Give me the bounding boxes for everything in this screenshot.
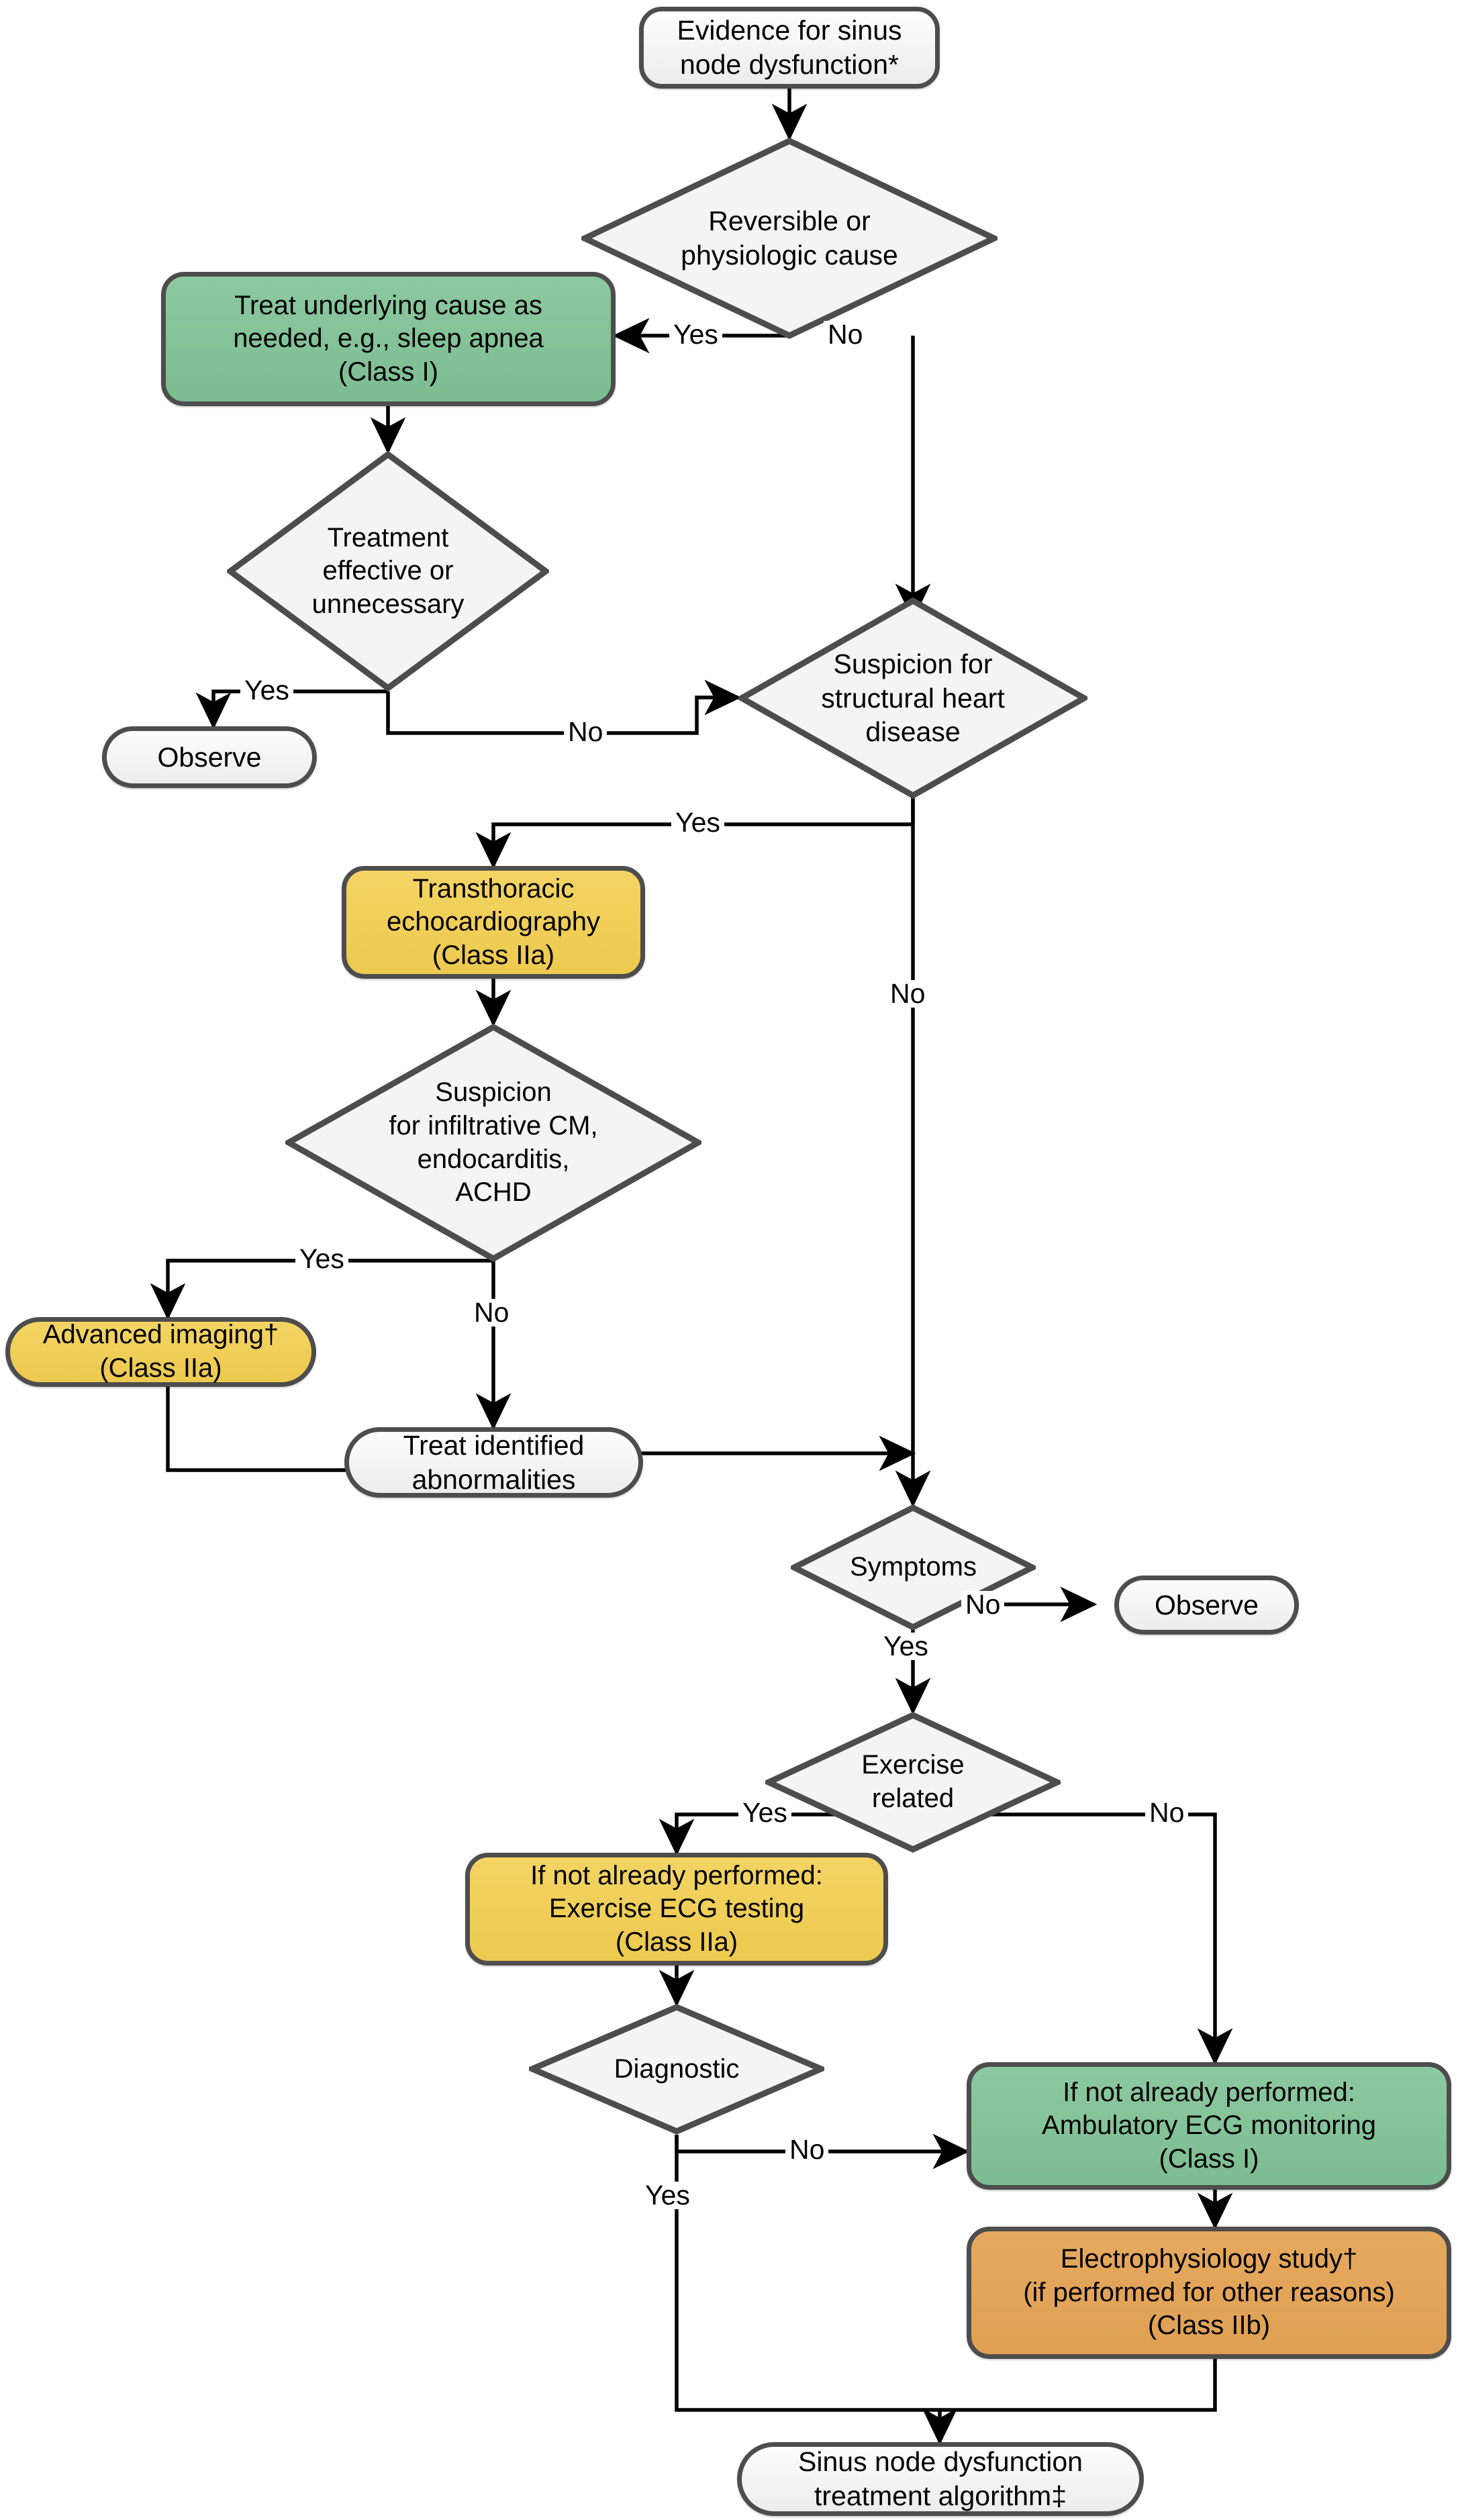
- edge-label-structural-no: No: [886, 980, 930, 1008]
- node-diagnostic[interactable]: Diagnostic: [529, 2004, 824, 2135]
- node-ambulatory-ecg-monitoring[interactable]: If not already performed:Ambulatory ECG …: [967, 2062, 1451, 2190]
- diamond-shape: [738, 597, 1087, 799]
- edge-label-symptoms-no: No: [961, 1591, 1005, 1618]
- node-observe-2-label: Observe: [1155, 1589, 1259, 1620]
- diamond-shape: [285, 1024, 701, 1262]
- edge-label-reversible-no: No: [824, 321, 867, 348]
- node-exercise-ecg-testing-label: If not already performed:Exercise ECG te…: [530, 1860, 823, 1957]
- node-symptoms-label: Symptoms: [850, 1552, 977, 1582]
- node-exercise-ecg-testing[interactable]: If not already performed:Exercise ECG te…: [465, 1853, 888, 1966]
- node-advanced-imaging[interactable]: Advanced imaging†(Class IIa): [5, 1317, 316, 1387]
- diamond-shape: [765, 1712, 1061, 1853]
- edge-label-exercise-yes: Yes: [738, 1799, 791, 1827]
- edge-label-infiltrative-no: No: [470, 1299, 514, 1326]
- edge-label-infiltrative-yes: Yes: [295, 1245, 348, 1273]
- edge-label-diagnostic-yes: Yes: [641, 2182, 694, 2209]
- edge-label-treatment-no: No: [564, 718, 608, 746]
- node-electrophysiology-study-label: Electrophysiology study†(if performed fo…: [1023, 2244, 1395, 2341]
- node-observe-1-label: Observe: [157, 741, 262, 773]
- edge-label-diagnostic-no: No: [785, 2136, 829, 2164]
- node-observe-1[interactable]: Observe: [102, 726, 317, 788]
- diamond-shape: [581, 138, 998, 339]
- node-ambulatory-ecg-monitoring-label: If not already performed:Ambulatory ECG …: [1042, 2077, 1376, 2174]
- edge-label-symptoms-yes: Yes: [879, 1633, 932, 1660]
- diamond-shape: [529, 2004, 824, 2135]
- edge-label-exercise-no: No: [1145, 1799, 1189, 1827]
- node-advanced-imaging-label: Advanced imaging†(Class IIa): [42, 1320, 279, 1383]
- diamond-shape: [791, 1504, 1036, 1631]
- node-electrophysiology-study[interactable]: Electrophysiology study†(if performed fo…: [967, 2227, 1451, 2359]
- edge-label-reversible-yes: Yes: [669, 321, 722, 348]
- diamond-shape: [227, 451, 549, 691]
- node-observe-2[interactable]: Observe: [1114, 1576, 1299, 1635]
- node-diagnostic-label: Diagnostic: [614, 2053, 740, 2084]
- edge-label-treatment-yes: Yes: [240, 677, 293, 704]
- node-symptoms[interactable]: Symptoms: [791, 1504, 1036, 1631]
- edge-label-structural-yes: Yes: [671, 809, 724, 836]
